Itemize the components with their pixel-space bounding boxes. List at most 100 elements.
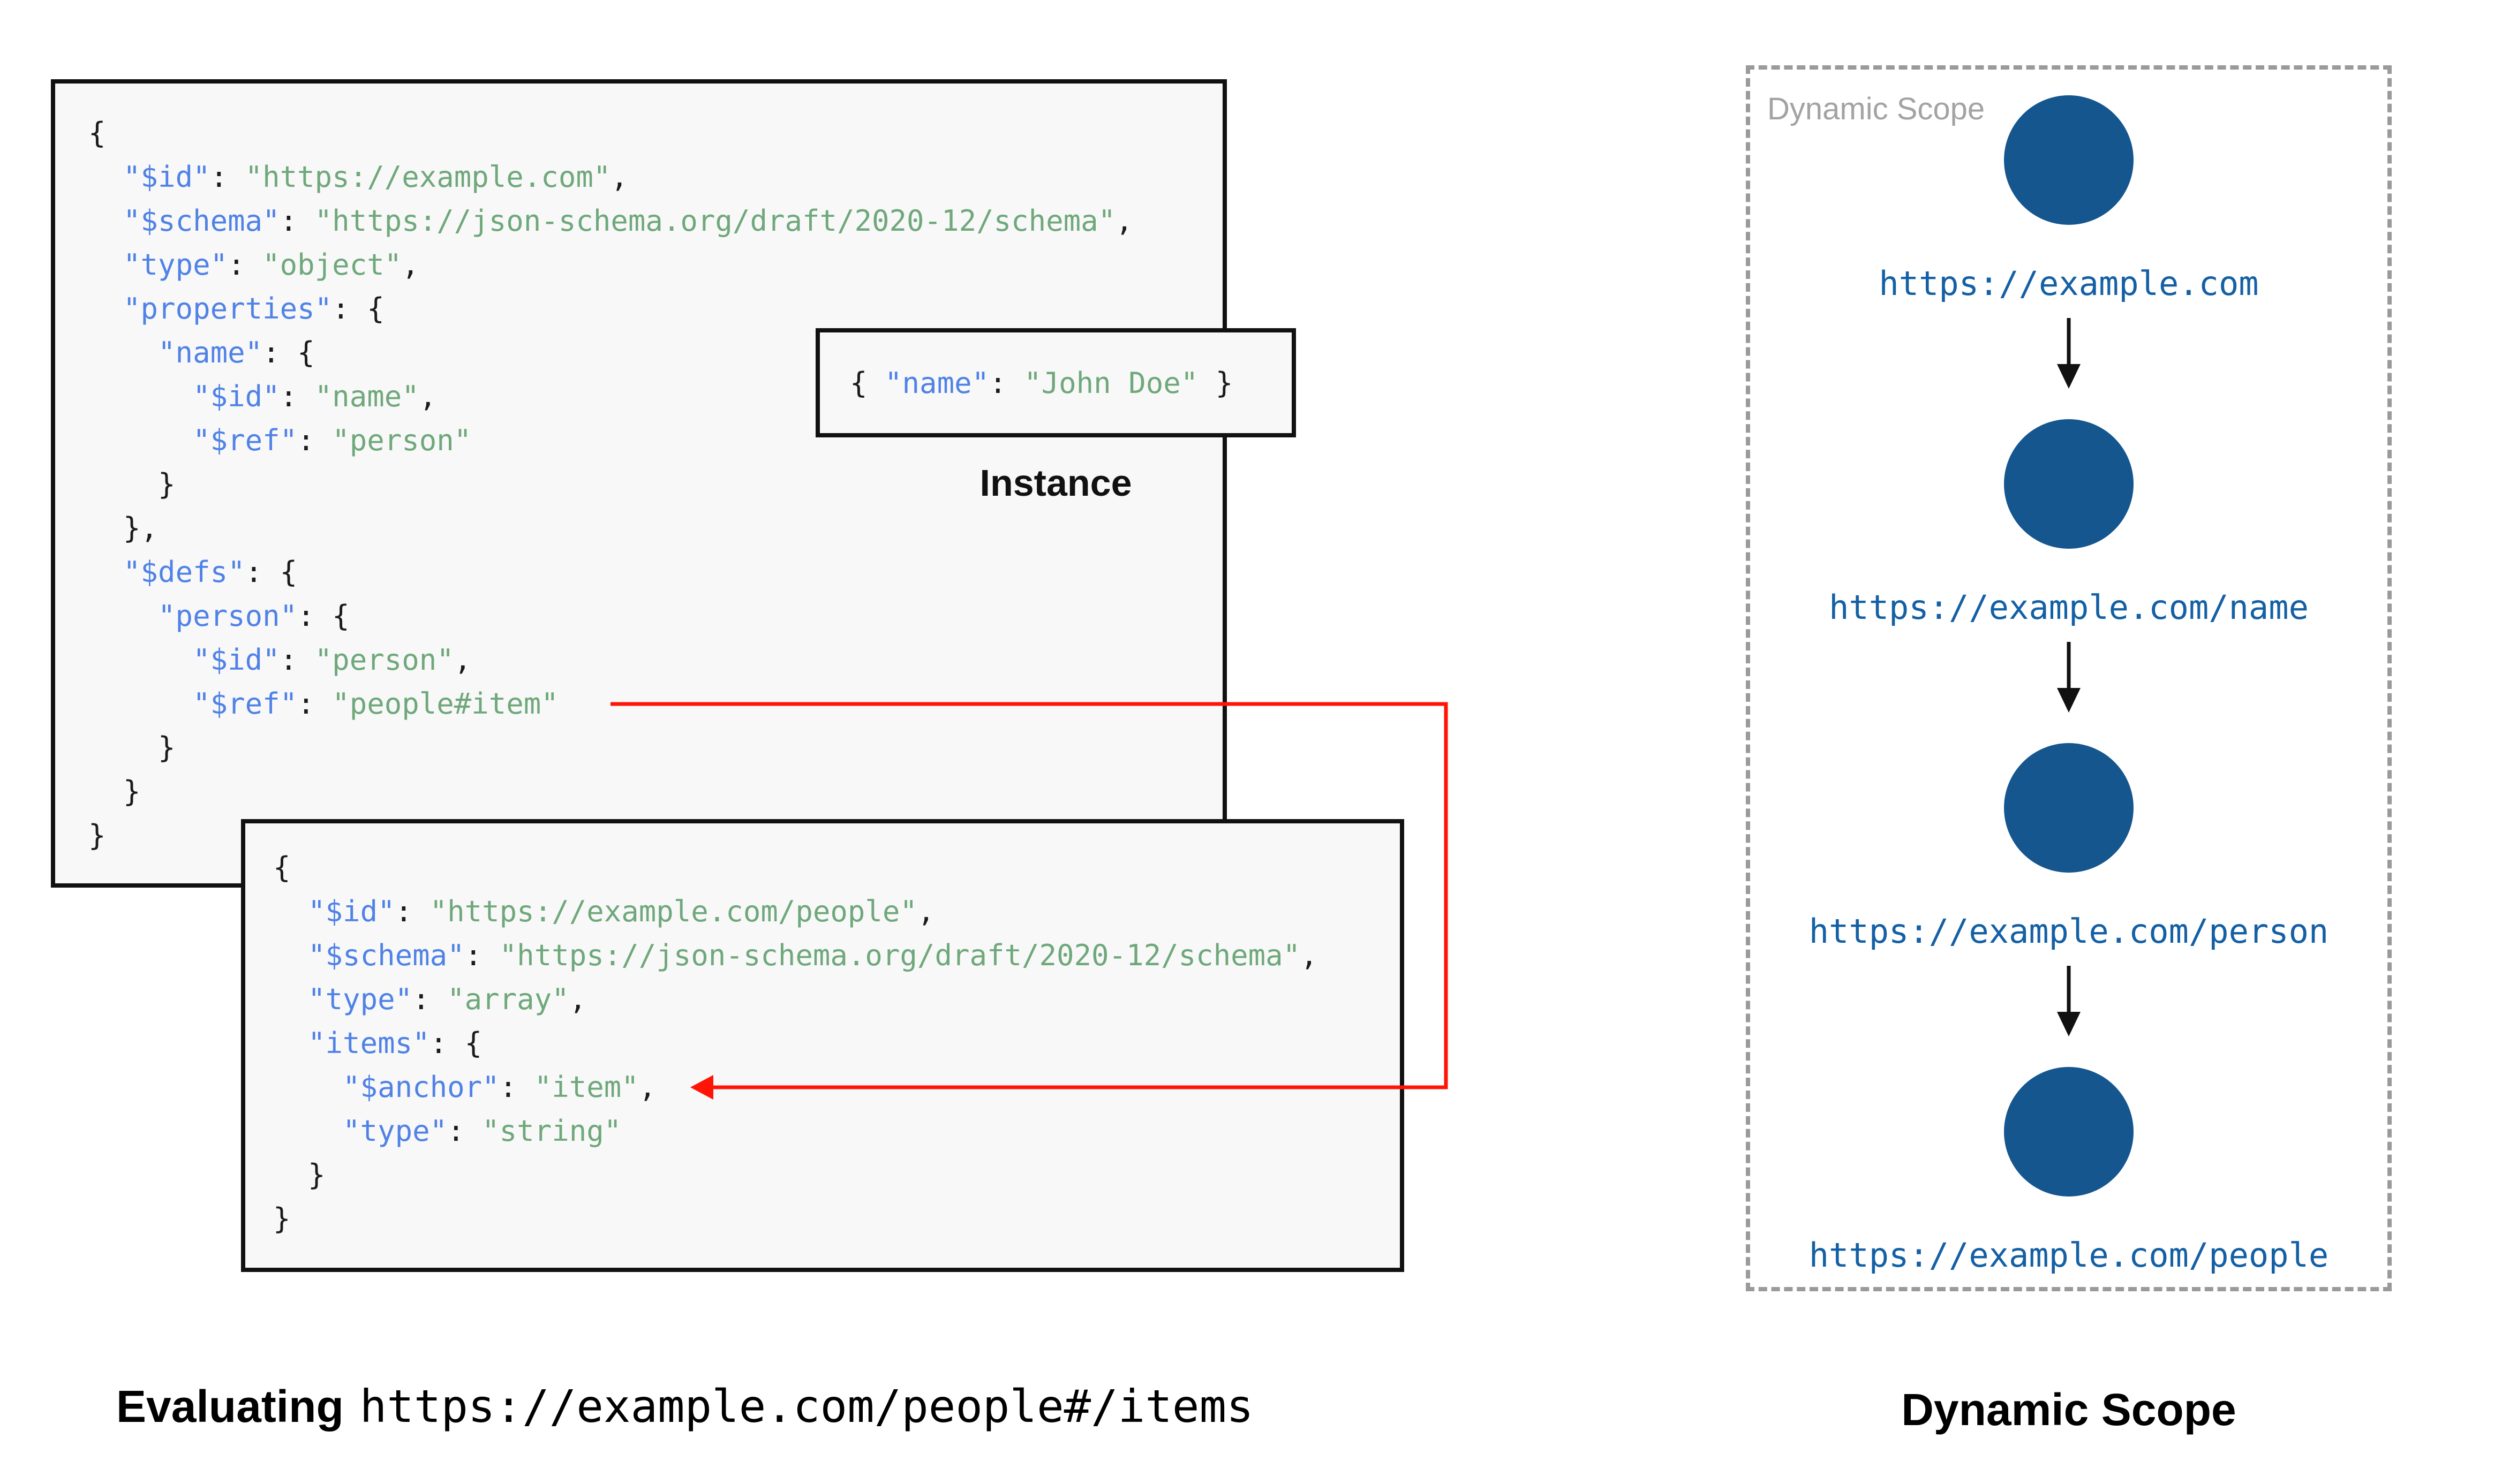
dynamic-scope-panel: Dynamic Scope https://example.com https:/… xyxy=(1746,65,2392,1291)
code-token: : xyxy=(210,160,245,194)
scope-node-circle xyxy=(2004,419,2134,549)
code-token xyxy=(273,1070,343,1104)
code-token: , xyxy=(638,1070,657,1104)
code-line: "type": "object", xyxy=(88,243,1223,287)
code-token: } xyxy=(88,775,141,808)
code-token: : xyxy=(228,248,263,282)
code-token: "https://example.com" xyxy=(245,160,611,194)
code-token: } xyxy=(1198,366,1233,400)
code-line: { xyxy=(88,111,1223,155)
code-token xyxy=(88,204,123,238)
code-token: : xyxy=(464,938,500,972)
code-token: : { xyxy=(245,555,298,589)
code-token: : xyxy=(447,1114,483,1148)
code-token: "$defs" xyxy=(123,555,245,589)
code-token: "$anchor" xyxy=(343,1070,500,1104)
code-token: "type" xyxy=(343,1114,448,1148)
code-token: : xyxy=(280,643,315,677)
code-line: { "name": "John Doe" } xyxy=(850,366,1233,400)
code-line: } xyxy=(88,463,1223,506)
code-token: } xyxy=(273,1202,291,1236)
code-token: "type" xyxy=(123,248,228,282)
code-token: "type" xyxy=(308,982,413,1016)
evaluating-caption-uri: https://example.com/people#/items xyxy=(359,1380,1254,1433)
code-token: "$id" xyxy=(193,643,280,677)
scope-node-circle xyxy=(2004,1067,2134,1197)
dynamic-scope-panel-label: Dynamic Scope xyxy=(1767,92,1985,126)
code-line: "$id": "name", xyxy=(88,375,1223,419)
code-token xyxy=(88,336,158,369)
code-token: { xyxy=(88,116,106,150)
code-token xyxy=(88,248,123,282)
code-line: "items": { xyxy=(273,1021,1400,1065)
code-line: "$defs": { xyxy=(88,550,1223,594)
code-token: "name" xyxy=(885,366,990,400)
down-arrow-icon xyxy=(2050,642,2088,715)
code-token: : xyxy=(395,895,430,928)
code-line: "name": { xyxy=(88,331,1223,375)
code-token: "$id" xyxy=(308,895,395,928)
code-token: "https://example.com/people" xyxy=(429,895,917,928)
code-token: : xyxy=(297,423,333,457)
code-token: , xyxy=(917,895,935,928)
code-token: , xyxy=(454,643,472,677)
code-token: , xyxy=(419,380,437,413)
code-token: "John Doe" xyxy=(1024,366,1199,400)
code-token xyxy=(88,599,158,633)
code-token: : { xyxy=(332,292,385,325)
code-token: } xyxy=(88,731,176,764)
code-token: "$schema" xyxy=(123,204,280,238)
code-token: } xyxy=(273,1158,326,1192)
code-token: "https://json-schema.org/draft/2020-12/s… xyxy=(314,204,1116,238)
code-line: } xyxy=(273,1153,1400,1197)
code-token: "$id" xyxy=(123,160,210,194)
code-token: , xyxy=(402,248,419,282)
code-line: } xyxy=(88,726,1223,770)
code-line: } xyxy=(88,770,1223,814)
code-token xyxy=(273,895,308,928)
code-line: "type": "string" xyxy=(273,1109,1400,1153)
code-token: "name" xyxy=(314,380,419,413)
code-token: , xyxy=(1300,938,1318,972)
scope-node-circle xyxy=(2004,95,2134,225)
code-token: : xyxy=(280,380,315,413)
code-line: "$anchor": "item", xyxy=(273,1065,1400,1109)
code-line: { xyxy=(273,846,1400,890)
code-line: "$id": "https://example.com/people", xyxy=(273,890,1400,934)
down-arrow-icon xyxy=(2050,318,2088,391)
instance-label: Instance xyxy=(979,462,1132,504)
code-token: : { xyxy=(429,1026,483,1060)
code-token: "person" xyxy=(158,599,298,633)
code-token xyxy=(88,555,123,589)
scope-node-circle xyxy=(2004,743,2134,873)
code-token xyxy=(88,292,123,325)
code-token: , xyxy=(611,160,628,194)
code-token: : { xyxy=(262,336,315,369)
code-token xyxy=(88,160,123,194)
scope-node-url: https://example.com xyxy=(1879,264,2259,303)
evaluating-caption-prefix: Evaluating xyxy=(116,1381,344,1432)
code-token: "person" xyxy=(332,423,472,457)
code-token: "object" xyxy=(262,248,402,282)
code-token: , xyxy=(569,982,587,1016)
code-token: , xyxy=(1116,204,1133,238)
code-line: "$ref": "person" xyxy=(88,419,1223,463)
code-token: "$id" xyxy=(193,380,280,413)
code-token: : { xyxy=(297,599,350,633)
code-line: "properties": { xyxy=(88,287,1223,331)
code-token: : xyxy=(412,982,448,1016)
code-token: } xyxy=(88,467,176,501)
code-token: "$ref" xyxy=(193,687,298,721)
code-token xyxy=(273,938,308,972)
code-token: "$schema" xyxy=(308,938,465,972)
code-token: "items" xyxy=(308,1026,430,1060)
code-token: }, xyxy=(88,511,159,545)
scope-node-url: https://example.com/name xyxy=(1829,588,2309,627)
code-line: }, xyxy=(88,506,1223,550)
code-line: "$id": "person", xyxy=(88,638,1223,682)
code-token: "person" xyxy=(314,643,454,677)
evaluating-caption: Evaluating https://example.com/people#/it… xyxy=(116,1380,1254,1433)
code-line: "$ref": "people#item" xyxy=(88,682,1223,726)
code-line: "$id": "https://example.com", xyxy=(88,155,1223,199)
